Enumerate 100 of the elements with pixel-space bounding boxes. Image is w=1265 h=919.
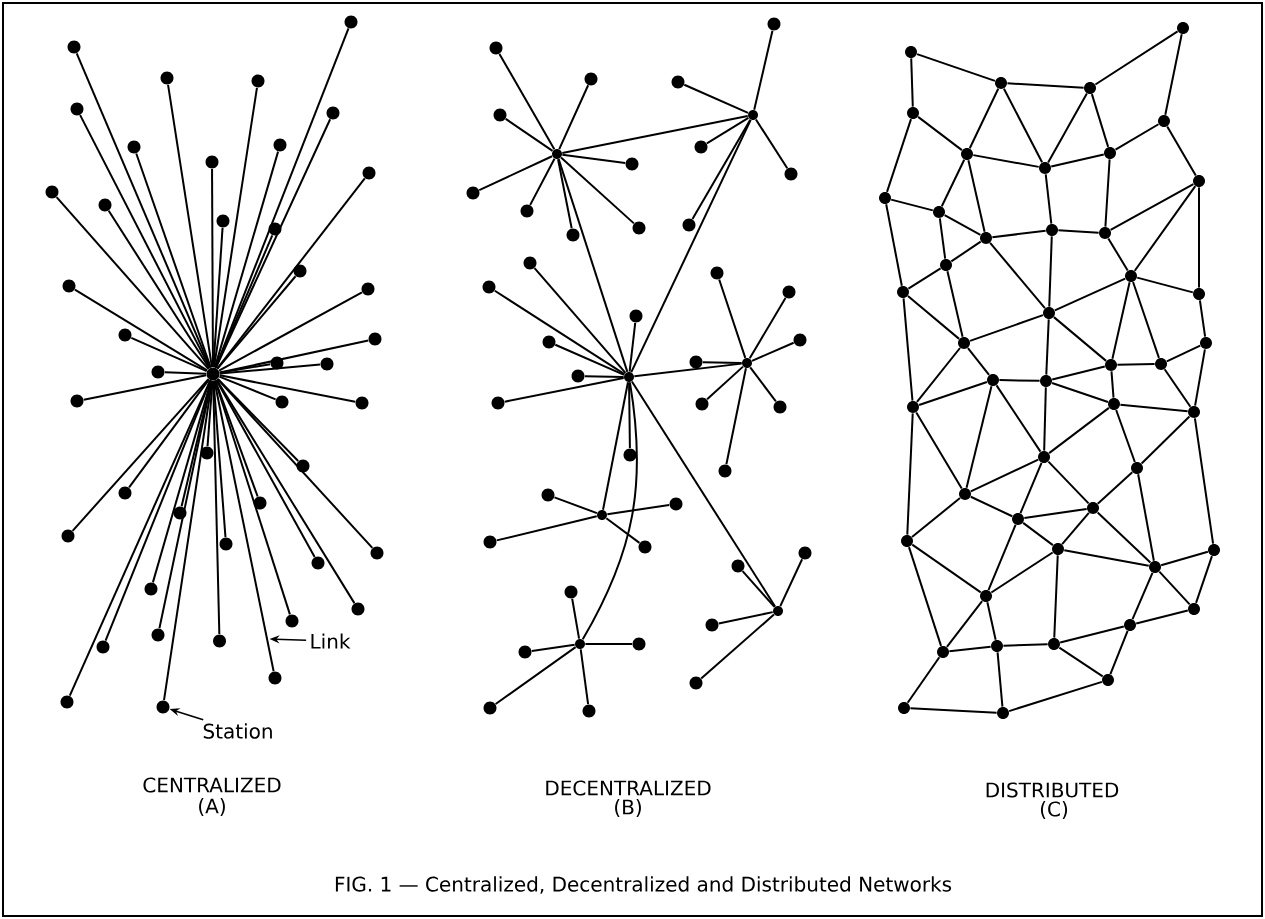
link-line — [1193, 417, 1215, 545]
link-line — [628, 321, 637, 373]
link-line — [700, 613, 775, 680]
link-line — [215, 378, 356, 605]
link-line — [554, 343, 626, 376]
link-line — [915, 411, 963, 490]
link-line — [71, 378, 210, 532]
link-line — [946, 270, 964, 338]
link-line — [1137, 473, 1155, 562]
link-line — [163, 379, 213, 702]
link-line — [969, 458, 1040, 493]
link-line — [561, 153, 627, 165]
link-line — [986, 601, 997, 641]
link-line — [529, 157, 556, 206]
link-line — [213, 379, 275, 673]
link-line — [630, 118, 752, 374]
link-line — [606, 504, 671, 516]
link-line — [1131, 571, 1154, 621]
link-line — [1048, 406, 1110, 455]
link-line — [1136, 276, 1194, 294]
leader-label: Station — [203, 723, 272, 739]
link-line — [906, 656, 941, 704]
link-line — [902, 297, 914, 402]
link-line — [1053, 277, 1127, 312]
link-line — [216, 377, 300, 463]
link-line — [211, 167, 214, 369]
figure-caption: FIG. 1 — Centralized, Decentralized and Distributed Networks — [335, 876, 952, 894]
link-line — [1163, 368, 1192, 408]
link-line — [557, 158, 573, 230]
link-line — [633, 362, 743, 378]
link-line — [917, 115, 963, 152]
link-line — [1132, 281, 1160, 359]
link-line — [948, 645, 992, 653]
link-line — [748, 296, 787, 360]
link-line — [493, 289, 626, 376]
link-line — [630, 380, 777, 608]
link-line — [584, 643, 634, 645]
link-line — [995, 384, 1042, 453]
link-line — [1158, 570, 1191, 606]
link-line — [579, 648, 590, 706]
panel-letter: (C) — [1040, 801, 1068, 819]
panel-letter: (A) — [199, 798, 225, 816]
link-line — [163, 371, 208, 375]
link-line — [989, 241, 1046, 310]
link-line — [553, 496, 598, 515]
link-line — [218, 375, 277, 401]
link-line — [495, 515, 598, 542]
link-line — [1116, 363, 1156, 366]
link-line — [909, 707, 998, 714]
link-line — [683, 83, 750, 114]
panel-title: DECENTRALIZED — [546, 780, 711, 796]
link-line — [779, 558, 804, 608]
link-line — [167, 83, 213, 369]
link-line — [749, 366, 777, 403]
link-line — [717, 611, 774, 625]
link-line — [741, 570, 776, 608]
link-line — [906, 412, 914, 536]
link-line — [718, 278, 747, 359]
link-line — [691, 118, 752, 221]
link-line — [1023, 507, 1088, 520]
link-line — [128, 378, 210, 489]
link-line — [1107, 237, 1129, 272]
link-line — [1019, 461, 1043, 515]
link-line — [890, 198, 934, 212]
link-line — [1115, 409, 1136, 463]
link-line — [996, 651, 1004, 708]
link-line — [503, 377, 625, 403]
link-line — [478, 155, 554, 192]
link-line — [1111, 281, 1131, 360]
link-line — [938, 217, 947, 260]
link-line — [1053, 554, 1059, 639]
link-line — [750, 341, 795, 362]
link-line — [1164, 33, 1183, 116]
link-line — [1096, 471, 1134, 505]
link-line — [1140, 415, 1191, 465]
link-line — [1050, 153, 1105, 168]
link-line — [135, 152, 212, 369]
link-line — [218, 363, 322, 375]
panel-letter: (B) — [615, 799, 641, 817]
link-line — [498, 52, 556, 151]
link-line — [908, 546, 943, 647]
link-line — [1195, 555, 1213, 604]
link-line — [1022, 521, 1054, 547]
link-line — [1114, 123, 1160, 151]
link-line — [213, 150, 280, 369]
link-line — [945, 600, 984, 648]
link-line — [969, 495, 1014, 518]
link-line — [1160, 550, 1209, 567]
link-line — [55, 196, 210, 370]
link-line — [916, 347, 961, 403]
link-line — [886, 118, 912, 193]
leader-label: Link — [311, 633, 351, 649]
link-line — [214, 118, 332, 369]
link-line — [605, 517, 641, 544]
link-line — [561, 115, 749, 154]
link-line — [1047, 92, 1088, 164]
link-line — [1094, 30, 1179, 86]
link-line — [968, 87, 1000, 150]
link-line — [1043, 386, 1047, 452]
link-line — [1198, 299, 1207, 338]
